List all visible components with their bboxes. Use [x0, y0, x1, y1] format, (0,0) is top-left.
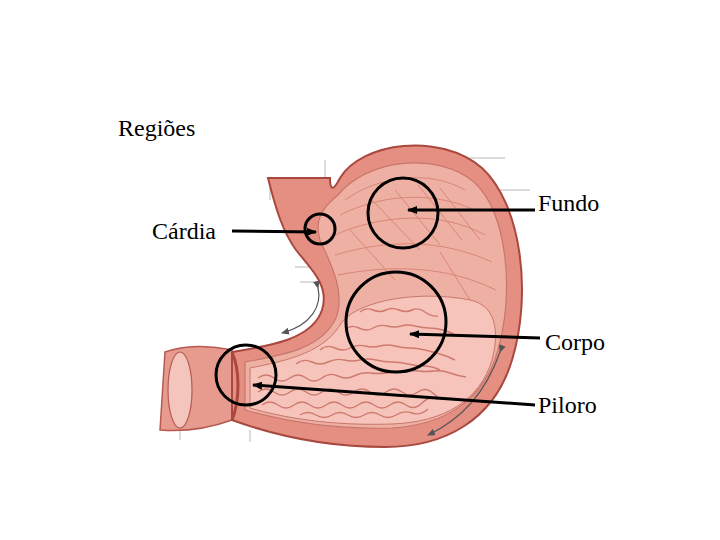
cardia-pointer — [232, 231, 316, 232]
cardia-circle — [305, 214, 335, 244]
diagram-title: Regiões — [118, 116, 195, 140]
lesser-curvature-arrow — [282, 288, 319, 333]
body-pointer — [410, 334, 540, 338]
fundus-circle — [368, 178, 438, 248]
fundus-pointer — [408, 209, 535, 212]
region-label: Fundo — [538, 191, 599, 215]
region-label: Piloro — [538, 393, 597, 417]
greater-curvature-arrow — [428, 352, 500, 435]
region-label: Corpo — [545, 330, 605, 354]
muscle-fibres — [335, 178, 496, 300]
pylorus-pointer — [253, 385, 535, 405]
pyloric-sphincter — [232, 352, 238, 420]
gastric-rugae — [258, 309, 466, 418]
pylorus-circle — [216, 345, 276, 405]
duodenum-lumen — [168, 352, 192, 428]
region-circles — [216, 178, 446, 405]
pointer-arrows — [232, 210, 540, 405]
body-circle — [346, 272, 446, 372]
mucosa — [250, 296, 496, 424]
region-label: Cárdia — [152, 219, 216, 243]
